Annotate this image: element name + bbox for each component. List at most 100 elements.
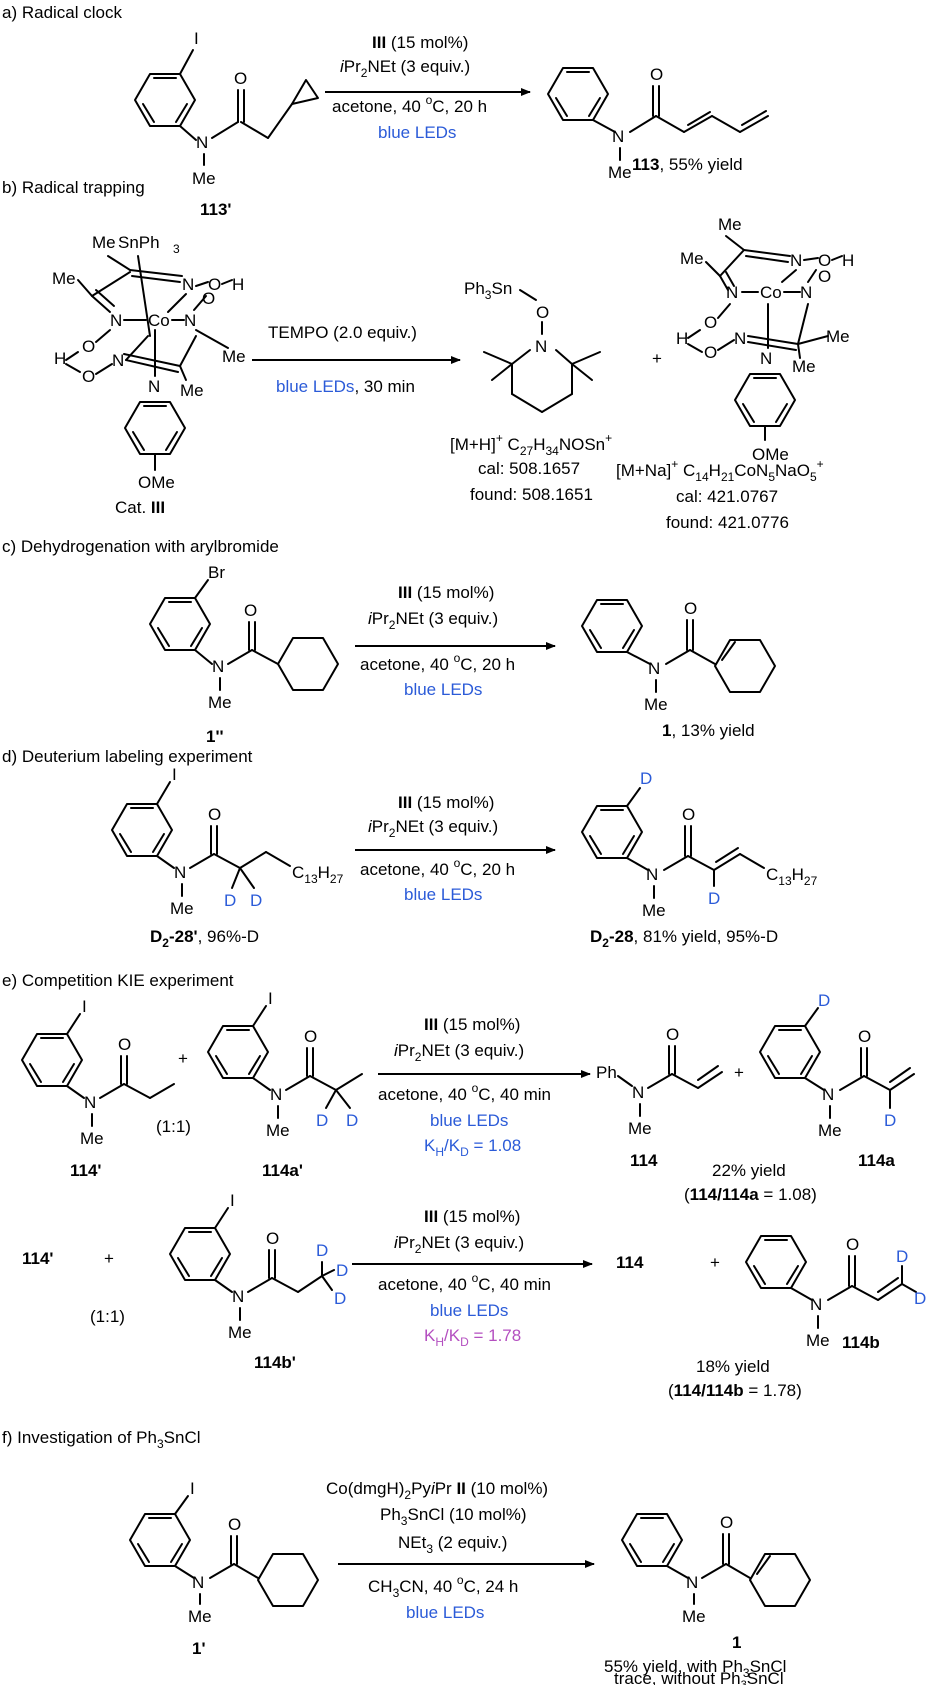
svg-text:3: 3 [173, 242, 180, 256]
svg-text:H: H [842, 251, 854, 270]
svg-text:O: O [118, 1035, 131, 1054]
section-c-title: c) Dehydrogenation with arylbromide [2, 537, 279, 556]
svg-text:H: H [676, 329, 688, 348]
svg-text:Me: Me [52, 269, 76, 288]
svg-text:N: N [790, 251, 802, 270]
svg-text:N: N [182, 275, 194, 294]
compound-1-c: N Me O [581, 599, 776, 714]
conditions-c-light: blue LEDs [404, 680, 482, 699]
label-113-yield: 113, 55% yield [632, 155, 743, 174]
svg-text:SnPh: SnPh [118, 233, 160, 252]
svg-text:O: O [202, 289, 215, 308]
svg-text:C13H27: C13H27 [766, 865, 818, 888]
svg-text:D: D [896, 1247, 908, 1266]
svg-text:O: O [704, 313, 717, 332]
svg-text:N: N [800, 283, 812, 302]
svg-text:N: N [84, 1093, 96, 1112]
svg-text:N: N [535, 337, 547, 356]
label-114b-prime: 114b' [254, 1353, 296, 1372]
cobalt-byproduct-structure: Me Me N O H N Co N O O H O N Me Me [676, 215, 854, 464]
ms-tempo-cal: cal: 508.1657 [478, 459, 580, 478]
svg-text:Me: Me [222, 347, 246, 366]
svg-text:N: N [734, 329, 746, 348]
conditions-e1-solvent: acetone, 40 oC, 40 min [378, 1081, 551, 1104]
svg-text:I: I [268, 989, 273, 1008]
compound-1-prime: I N Me O [129, 1479, 319, 1626]
conditions-f-catalyst: Co(dmgH)2PyiPr II (10 mol%) [326, 1479, 548, 1502]
svg-text:O: O [228, 1515, 241, 1534]
svg-text:Me: Me [806, 1331, 830, 1350]
section-e-title: e) Competition KIE experiment [2, 971, 234, 990]
ms-tempo-found: found: 508.1651 [470, 485, 593, 504]
svg-text:Me: Me [642, 901, 666, 920]
section-b-title: b) Radical trapping [2, 178, 145, 197]
conditions-b-reagent: TEMPO (2.0 equiv.) [268, 323, 417, 342]
conditions-e2-base: iPr2NEt (3 equiv.) [394, 1233, 524, 1256]
svg-text:Me: Me [170, 899, 194, 918]
svg-text:H: H [232, 275, 244, 294]
svg-text:C13H27: C13H27 [292, 863, 344, 886]
svg-text:H: H [54, 349, 66, 368]
label-114-prime: 114' [70, 1161, 101, 1180]
label-114: 114 [630, 1151, 658, 1170]
atom-n: N [196, 133, 208, 152]
svg-text:O: O [684, 599, 697, 618]
svg-text:N: N [726, 283, 738, 302]
label-114a: 114a [858, 1151, 895, 1170]
plus-e1: + [178, 1049, 188, 1068]
label-D2-28-prime: D2-28', 96%-D [150, 927, 259, 950]
svg-text:N: N [232, 1287, 244, 1306]
svg-text:D: D [336, 1261, 348, 1280]
svg-text:N: N [632, 1083, 644, 1102]
svg-text:N: N [822, 1085, 834, 1104]
svg-text:N: N [760, 349, 772, 368]
methyl-label: Me [608, 163, 632, 182]
atom-n: N [612, 127, 624, 146]
plus-b: + [652, 349, 662, 368]
conditions-a-base: iPr2NEt (3 equiv.) [340, 57, 470, 80]
conditions-b-light: blue LEDs, 30 min [276, 377, 415, 396]
svg-text:Me: Me [680, 249, 704, 268]
compound-1-double-prime: Br N Me O [149, 563, 339, 712]
label-1-double-prime: 1'' [206, 727, 224, 746]
svg-text:O: O [818, 267, 831, 286]
conditions-c-catalyst: III (15 mol%) [398, 583, 494, 602]
atom-o: O [234, 69, 247, 88]
svg-text:D: D [884, 1111, 896, 1130]
label-114-prime-2: 114' [22, 1249, 53, 1268]
conditions-d-solvent: acetone, 40 oC, 20 h [360, 856, 515, 879]
svg-text:O: O [704, 343, 717, 362]
svg-text:Me: Me [228, 1323, 252, 1342]
svg-text:O: O [666, 1025, 679, 1044]
svg-text:Me: Me [644, 695, 668, 714]
atom-o: O [650, 65, 663, 84]
svg-text:O: O [82, 337, 95, 356]
compound-114a-prime: I N Me O D D [207, 989, 363, 1140]
svg-text:O: O [858, 1027, 871, 1046]
label-114-e2: 114 [616, 1253, 644, 1272]
ratio-result-e2: (114/114b = 1.78) [668, 1381, 802, 1400]
conditions-d-catalyst: III (15 mol%) [398, 793, 494, 812]
svg-text:N: N [646, 865, 658, 884]
compound-1-f: N Me O [621, 1513, 811, 1626]
conditions-d-light: blue LEDs [404, 885, 482, 904]
conditions-e1-catalyst: III (15 mol%) [424, 1015, 520, 1034]
yield-e1: 22% yield [712, 1161, 786, 1180]
conditions-e2-light: blue LEDs [430, 1301, 508, 1320]
svg-text:N: N [212, 657, 224, 676]
svg-text:Me: Me [818, 1121, 842, 1140]
compound-114: Ph N Me O [596, 1025, 723, 1138]
section-f-title: f) Investigation of Ph3SnCl [2, 1428, 201, 1451]
svg-text:Me: Me [682, 1607, 706, 1626]
kie-e1: KH/KD = 1.08 [424, 1136, 521, 1159]
compound-114b-prime: I N Me O D D D [169, 1191, 348, 1342]
conditions-c-solvent: acetone, 40 oC, 20 h [360, 651, 515, 674]
plus-e2: + [734, 1063, 744, 1082]
ms-tempo-formula: [M+H]+ C27H34NOSn+ [450, 431, 612, 458]
svg-text:Me: Me [266, 1121, 290, 1140]
svg-text:N: N [192, 1573, 204, 1592]
conditions-a-catalyst: III (15 mol%) [372, 33, 468, 52]
ratio-e2: (1:1) [90, 1307, 125, 1326]
plus-e4: + [710, 1253, 720, 1272]
